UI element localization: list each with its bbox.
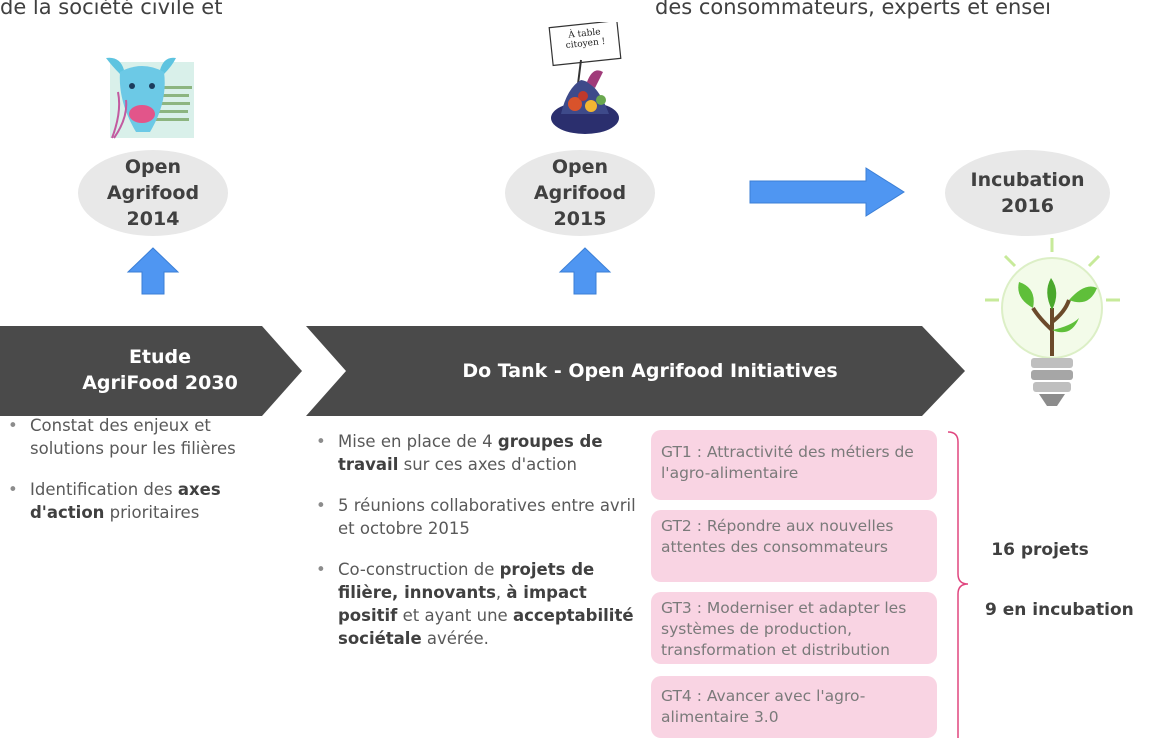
up-arrow-2014	[126, 247, 180, 295]
etude-bullet-list: Constat des enjeux et solutions pour les…	[6, 414, 271, 542]
phase-etude-line1: Etude	[128, 346, 192, 368]
bullet-bold: axes d'action	[30, 480, 221, 522]
milestone-line: 2016	[1001, 195, 1054, 217]
working-group-4: GT4 : Avancer avec l'agro-alimentaire 3.…	[651, 676, 937, 738]
bullet-text: et ayant une	[397, 606, 513, 625]
cow-illustration	[106, 57, 194, 139]
milestone-line: 2014	[126, 208, 180, 230]
result-projects: 16 projets	[991, 540, 1089, 560]
bullet-text: Constat des enjeux et solutions pour les…	[30, 416, 236, 458]
list-item: Identification des axes d'action priorit…	[6, 478, 271, 524]
up-arrow-2015	[558, 247, 612, 295]
list-item: Constat des enjeux et solutions pour les…	[6, 414, 271, 460]
milestone-line: Incubation	[970, 169, 1085, 191]
poster-illustration: À table citoyen !	[547, 19, 625, 136]
milestone-line: 2015	[553, 208, 607, 230]
list-item: 5 réunions collaboratives entre avril et…	[314, 494, 639, 540]
bullet-bold: à impact positif	[338, 583, 587, 625]
working-group-2: GT2 : Répondre aux nouvelles attentes de…	[651, 510, 937, 582]
bullet-text: sur ces axes d'action	[398, 455, 577, 474]
bullet-bold: acceptabilité sociétale	[338, 606, 634, 648]
right-arrow	[749, 167, 905, 217]
bullet-text: 5 réunions collaboratives entre avril et…	[338, 496, 636, 538]
bullet-text: prioritaires	[104, 503, 200, 522]
group-bracket	[947, 431, 969, 738]
phase-etude-line2: AgriFood 2030	[82, 372, 238, 394]
list-item: Mise en place de 4 groupes de travail su…	[314, 430, 639, 476]
top-text-right: des consommateurs, experts et ensei	[655, 0, 1051, 19]
milestone-line: Open	[551, 156, 609, 178]
milestone-line: Agrifood	[106, 182, 200, 204]
lightbulb-plant-icon	[985, 238, 1120, 406]
bullet-text: avérée.	[421, 629, 489, 648]
working-group-1: GT1 : Attractivité des métiers de l'agro…	[651, 430, 937, 500]
bullet-bold: projets de filière, innovants	[338, 560, 595, 602]
bullet-bold: groupes de travail	[338, 432, 603, 474]
phase-do-tank: Do Tank - Open Agrifood Initiatives	[462, 360, 838, 382]
phase-etude: Etude AgriFood 2030	[40, 344, 280, 396]
milestone-incubation-2016: Incubation 2016	[945, 150, 1110, 236]
milestone-line: Open	[124, 156, 182, 178]
bullet-text: Identification des	[30, 480, 178, 499]
top-text-left: de la société civile et	[0, 0, 223, 19]
timeline-chevrons	[0, 326, 965, 416]
dotank-bullet-list: Mise en place de 4 groupes de travail su…	[314, 430, 639, 668]
milestone-line: Agrifood	[533, 182, 627, 204]
bullet-text: Mise en place de 4	[338, 432, 498, 451]
working-group-3: GT3 : Moderniser et adapter les systèmes…	[651, 592, 937, 664]
bullet-text: Co-construction de	[338, 560, 500, 579]
bullet-text: ,	[495, 583, 507, 602]
result-incubation: 9 en incubation	[985, 600, 1134, 620]
list-item: Co-construction de projets de filière, i…	[314, 558, 639, 650]
